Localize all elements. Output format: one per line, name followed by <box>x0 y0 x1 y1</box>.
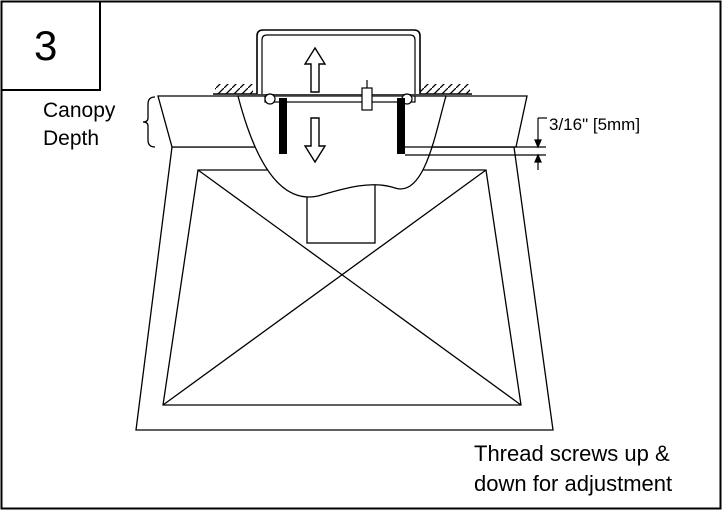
adjustment-note-line1: Thread screws up & <box>474 441 670 466</box>
arrow-up-icon <box>303 46 327 93</box>
canopy-depth-brace <box>142 96 156 148</box>
junction-box <box>256 29 421 94</box>
step-number-box <box>2 2 101 91</box>
depth-label: Depth <box>43 127 100 150</box>
threaded-screw-left <box>279 98 287 154</box>
threaded-screw-right <box>397 98 405 154</box>
adjustment-note-line2: down for adjustment <box>474 471 673 496</box>
step-number: 3 <box>34 22 58 69</box>
mounting-bar <box>264 80 416 111</box>
canopy-label: Canopy <box>43 99 116 122</box>
dimension-label: 3/16" [5mm] <box>549 115 641 134</box>
arrow-down-icon <box>303 117 327 164</box>
dimension-marker <box>405 117 547 170</box>
